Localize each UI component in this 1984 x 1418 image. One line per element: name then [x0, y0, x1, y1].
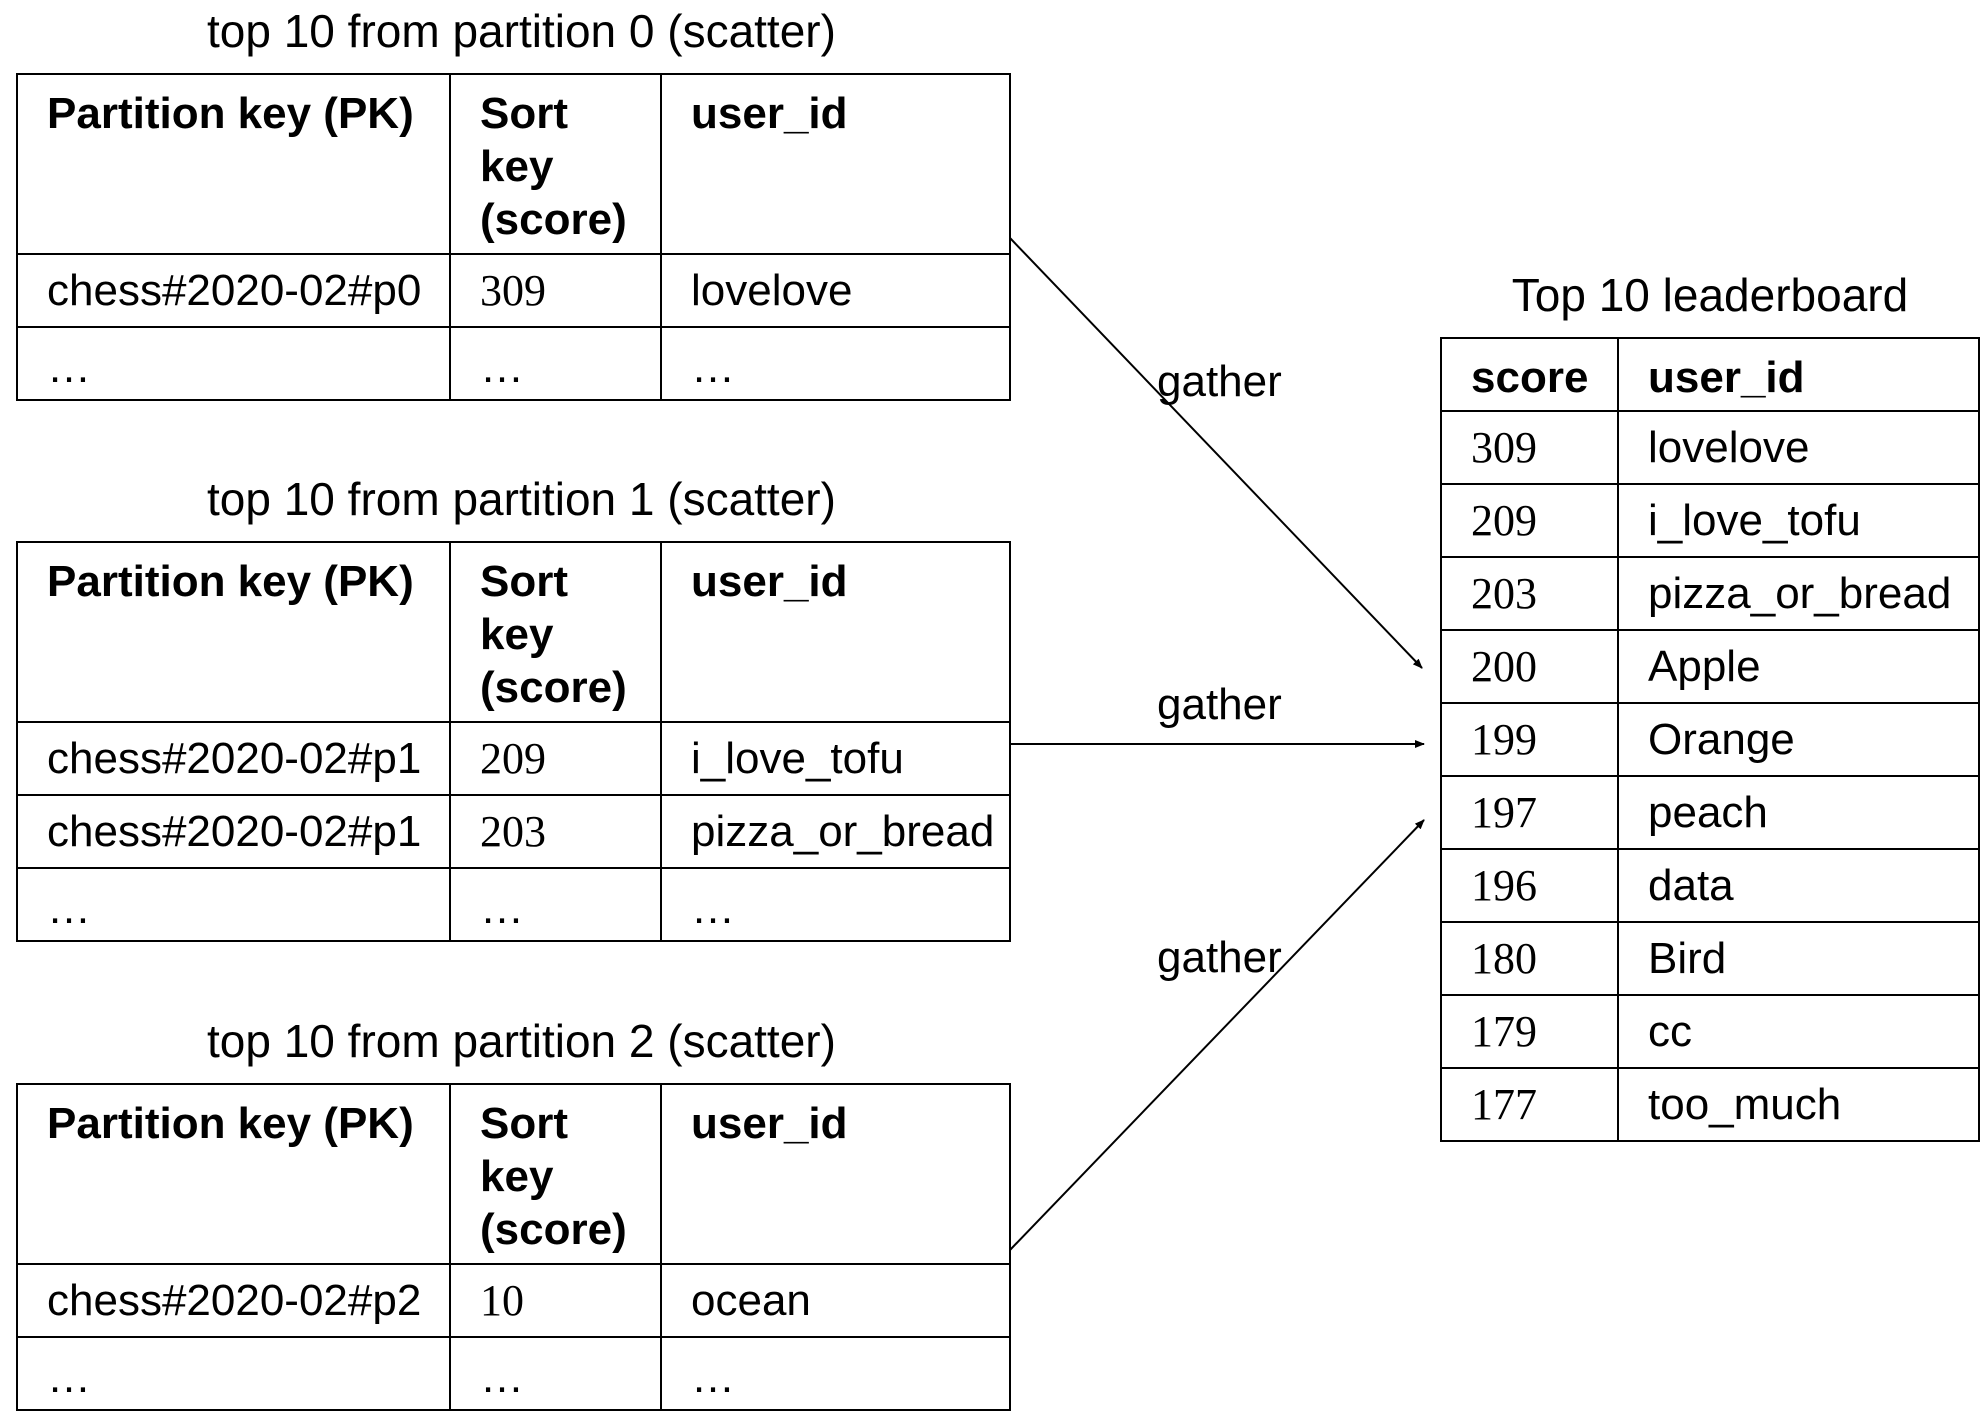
cell-score: 180: [1440, 921, 1619, 996]
partition-1-table: Partition key (PK) Sort key (score) user…: [16, 541, 1011, 942]
table-row: chess#2020-02#p1 209 i_love_tofu: [16, 721, 1011, 796]
header-row: Partition key (PK) Sort key (score) user…: [16, 541, 1011, 723]
cell-partition-key: …: [16, 867, 451, 942]
cell-score: 179: [1440, 994, 1619, 1069]
header-row: Partition key (PK) Sort key (score) user…: [16, 73, 1011, 255]
table-row: … … …: [16, 867, 1011, 942]
header-user-id: user_id: [660, 1083, 1011, 1265]
cell-partition-key: chess#2020-02#p1: [16, 794, 451, 869]
cell-score: 203: [449, 794, 662, 869]
gather-label-1: gather: [1157, 680, 1282, 729]
cell-score: 177: [1440, 1067, 1619, 1142]
cell-user-id: i_love_tofu: [1617, 483, 1980, 558]
leaderboard-table: score user_id 309 lovelove 209 i_love_to…: [1440, 337, 1980, 1142]
leaderboard-caption: Top 10 leaderboard: [1511, 269, 1909, 321]
table-row: 179 cc: [1440, 994, 1980, 1069]
cell-user-id: …: [660, 1336, 1011, 1411]
cell-score: 209: [449, 721, 662, 796]
cell-user-id: cc: [1617, 994, 1980, 1069]
cell-partition-key: chess#2020-02#p1: [16, 721, 451, 796]
header-row: score user_id: [1440, 337, 1980, 412]
cell-user-id: …: [660, 326, 1011, 401]
cell-user-id: pizza_or_bread: [1617, 556, 1980, 631]
gather-label-2: gather: [1157, 933, 1282, 982]
cell-user-id: lovelove: [1617, 410, 1980, 485]
cell-score: 199: [1440, 702, 1619, 777]
cell-score: 10: [449, 1263, 662, 1338]
cell-user-id: …: [660, 867, 1011, 942]
partition-0-table: Partition key (PK) Sort key (score) user…: [16, 73, 1011, 401]
table-row: … … …: [16, 326, 1011, 401]
table-row: chess#2020-02#p1 203 pizza_or_bread: [16, 794, 1011, 869]
cell-user-id: pizza_or_bread: [660, 794, 1011, 869]
header-user-id: user_id: [660, 541, 1011, 723]
cell-partition-key: chess#2020-02#p0: [16, 253, 451, 328]
table-row: 309 lovelove: [1440, 410, 1980, 485]
cell-user-id: Bird: [1617, 921, 1980, 996]
cell-score: 197: [1440, 775, 1619, 850]
header-sort-key: Sort key (score): [449, 1083, 662, 1265]
partition-1-caption: top 10 from partition 1 (scatter): [207, 473, 836, 525]
cell-user-id: too_much: [1617, 1067, 1980, 1142]
table-row: 199 Orange: [1440, 702, 1980, 777]
cell-user-id: Apple: [1617, 629, 1980, 704]
cell-score: 209: [1440, 483, 1619, 558]
cell-score: …: [449, 326, 662, 401]
table-row: 200 Apple: [1440, 629, 1980, 704]
cell-user-id: lovelove: [660, 253, 1011, 328]
table-row: 177 too_much: [1440, 1067, 1980, 1142]
table-row: 203 pizza_or_bread: [1440, 556, 1980, 631]
table-row: 209 i_love_tofu: [1440, 483, 1980, 558]
cell-user-id: i_love_tofu: [660, 721, 1011, 796]
partition-2-table: Partition key (PK) Sort key (score) user…: [16, 1083, 1011, 1411]
header-score: score: [1440, 337, 1619, 412]
cell-partition-key: chess#2020-02#p2: [16, 1263, 451, 1338]
header-sort-key: Sort key (score): [449, 73, 662, 255]
partition-2-caption: top 10 from partition 2 (scatter): [207, 1015, 836, 1067]
cell-user-id: data: [1617, 848, 1980, 923]
header-partition-key: Partition key (PK): [16, 1083, 451, 1265]
cell-partition-key: …: [16, 326, 451, 401]
header-partition-key: Partition key (PK): [16, 541, 451, 723]
gather-label-0: gather: [1157, 357, 1282, 406]
cell-partition-key: …: [16, 1336, 451, 1411]
header-user-id: user_id: [1617, 337, 1980, 412]
cell-score: 196: [1440, 848, 1619, 923]
table-row: chess#2020-02#p0 309 lovelove: [16, 253, 1011, 328]
cell-score: …: [449, 1336, 662, 1411]
cell-user-id: ocean: [660, 1263, 1011, 1338]
table-row: 196 data: [1440, 848, 1980, 923]
header-partition-key: Partition key (PK): [16, 73, 451, 255]
cell-score: 200: [1440, 629, 1619, 704]
header-row: Partition key (PK) Sort key (score) user…: [16, 1083, 1011, 1265]
header-user-id: user_id: [660, 73, 1011, 255]
table-row: chess#2020-02#p2 10 ocean: [16, 1263, 1011, 1338]
cell-user-id: peach: [1617, 775, 1980, 850]
gather-arrow-partition-2: [1009, 819, 1425, 1251]
cell-score: 309: [1440, 410, 1619, 485]
header-sort-key: Sort key (score): [449, 541, 662, 723]
gather-arrow-partition-0: [1009, 237, 1423, 669]
cell-score: …: [449, 867, 662, 942]
cell-user-id: Orange: [1617, 702, 1980, 777]
table-row: … … …: [16, 1336, 1011, 1411]
cell-score: 203: [1440, 556, 1619, 631]
cell-score: 309: [449, 253, 662, 328]
partition-0-caption: top 10 from partition 0 (scatter): [207, 5, 836, 57]
table-row: 180 Bird: [1440, 921, 1980, 996]
table-row: 197 peach: [1440, 775, 1980, 850]
